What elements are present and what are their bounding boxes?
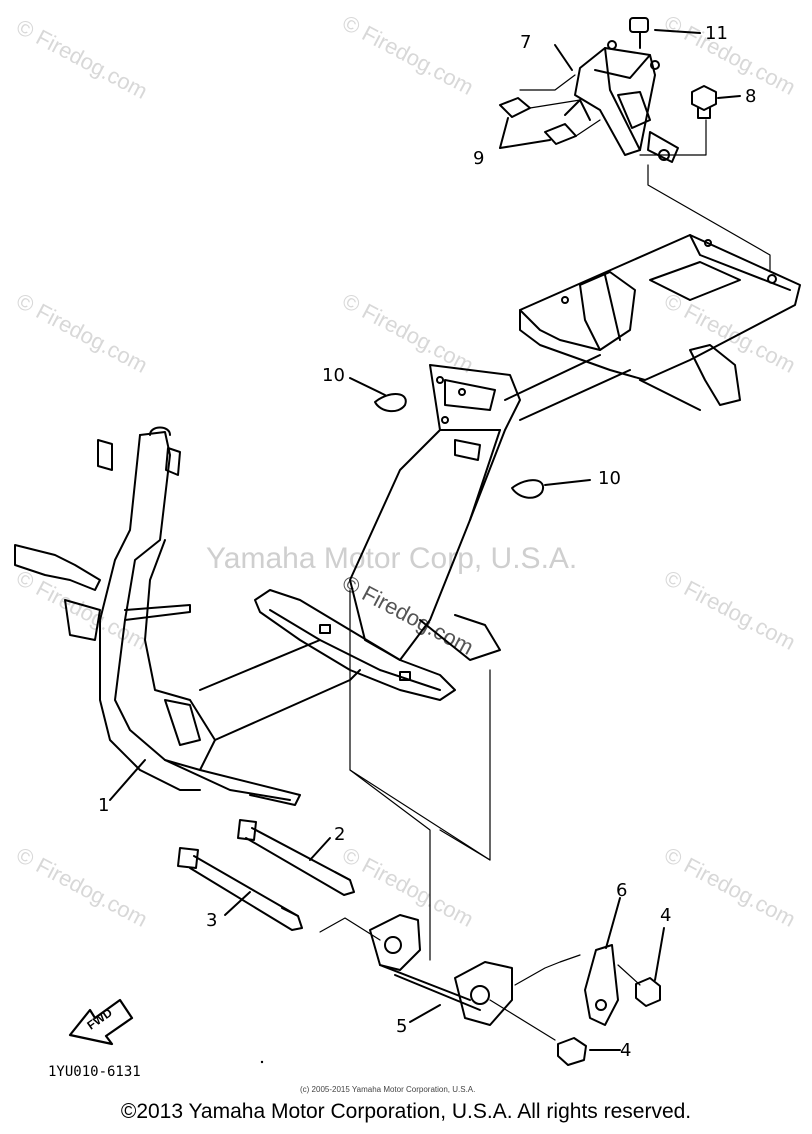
- clip-10-upper: [374, 393, 407, 413]
- front-frame-drawing: [14, 426, 361, 806]
- callout-4-right: 4: [660, 905, 672, 926]
- callout-3: 3: [206, 910, 218, 931]
- callout-9: 9: [473, 148, 485, 169]
- callout-5: 5: [396, 1016, 408, 1037]
- middle-plate-drawing: [254, 589, 456, 701]
- bolt-8-drawing: [691, 85, 717, 119]
- main-spine-drawing: [349, 354, 631, 661]
- rear-bracket-drawing: [564, 17, 679, 163]
- callout-8: 8: [745, 86, 757, 107]
- nut-4-bottom-drawing: [557, 1037, 587, 1066]
- callout-4-bottom: 4: [620, 1040, 632, 1061]
- small-copyright: (c) 2005-2015 Yamaha Motor Corporation, …: [300, 1085, 476, 1094]
- bolt-3-drawing: [177, 847, 303, 931]
- callout-11: 11: [705, 23, 728, 44]
- callout-6: 6: [616, 880, 628, 901]
- callout-10-upper: 10: [322, 365, 345, 386]
- watermark-center: Yamaha Motor Corp, U.S.A.: [206, 542, 578, 575]
- diagram-part-code: 1YU010-6131: [48, 1064, 141, 1080]
- clip-10-lower: [511, 479, 545, 499]
- nut-4-right-drawing: [635, 977, 661, 1007]
- callout-1: 1: [98, 795, 110, 816]
- fwd-arrow-icon: [68, 998, 134, 1046]
- rear-crossmember-drawing: [519, 234, 801, 411]
- copyright-footer: ©2013 Yamaha Motor Corporation, U.S.A. A…: [120, 1100, 692, 1123]
- callout-10-lower: 10: [598, 468, 621, 489]
- clip-9-top: [499, 97, 531, 118]
- callout-2: 2: [334, 824, 346, 845]
- bolt-2-drawing: [237, 819, 355, 896]
- bracket-6-drawing: [584, 944, 619, 1026]
- engine-mount-drawing: [369, 914, 513, 1026]
- callout-7: 7: [520, 32, 532, 53]
